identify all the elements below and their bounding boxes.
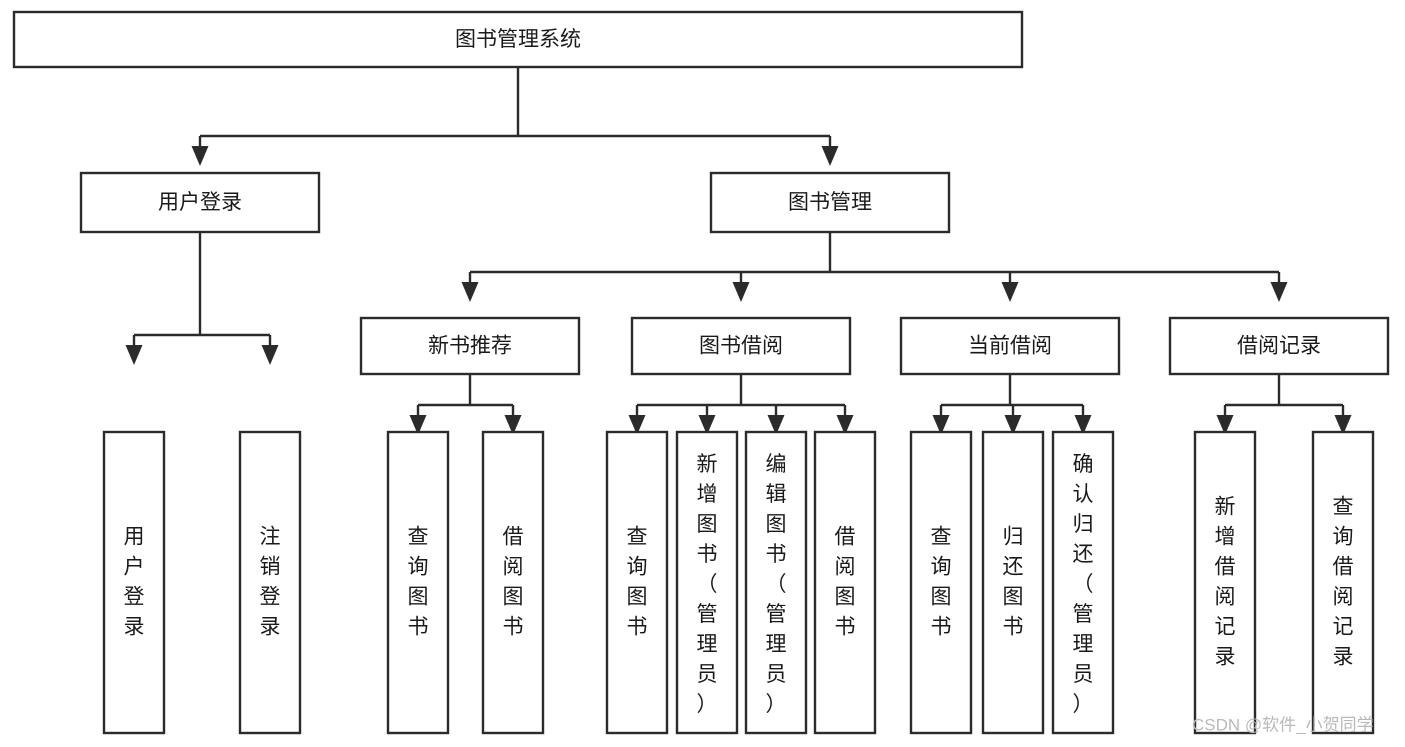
leaf-node-9-box[interactable] <box>981 430 1045 735</box>
leaf-node-10[interactable]: 确认归还（管理员） <box>1051 430 1115 735</box>
leaf-node-2[interactable]: 查询图书 <box>386 430 450 735</box>
arrow-head-icon <box>1270 282 1288 302</box>
level3-node-3-label: 借阅记录 <box>1237 335 1321 358</box>
arrow-head-icon <box>409 415 427 435</box>
level2-node-0[interactable]: 用户登录 <box>79 171 321 234</box>
node-layer: 图书管理系统用户登录图书管理新书推荐图书借阅当前借阅借阅记录用户登录注销登录查询… <box>12 10 1390 735</box>
arrow-head-icon <box>261 345 279 365</box>
arrow-head-icon <box>191 146 209 166</box>
level3-node-2-box[interactable] <box>899 316 1121 376</box>
leaf-node-0[interactable]: 用户登录 <box>102 430 166 735</box>
level3-node-3[interactable]: 借阅记录 <box>1168 316 1390 376</box>
root-node-book-management-system-box[interactable] <box>12 10 1024 69</box>
level2-node-0-label: 用户登录 <box>158 191 242 214</box>
level3-node-1-box[interactable] <box>630 316 852 376</box>
connector-layer <box>125 67 1352 435</box>
leaf-node-0-label: 用户登录 <box>124 525 145 638</box>
leaf-node-4[interactable]: 查询图书 <box>605 430 669 735</box>
arrow-head-icon <box>1004 415 1022 435</box>
leaf-node-2-box[interactable] <box>386 430 450 735</box>
level3-node-1[interactable]: 图书借阅 <box>630 316 852 376</box>
arrow-head-icon <box>1001 282 1019 302</box>
leaf-node-12-box[interactable] <box>1311 430 1375 735</box>
arrow-head-icon <box>628 415 646 435</box>
leaf-node-1[interactable]: 注销登录 <box>238 430 302 735</box>
leaf-node-7-label: 借阅图书 <box>835 525 856 638</box>
leaf-node-1-label: 注销登录 <box>260 525 281 638</box>
leaf-node-5[interactable]: 新增图书（管理员） <box>675 430 739 735</box>
leaf-node-11[interactable]: 新增借阅记录 <box>1193 430 1257 735</box>
arrow-head-icon <box>1074 415 1092 435</box>
root-node-book-management-system[interactable]: 图书管理系统 <box>12 10 1024 69</box>
leaf-node-8[interactable]: 查询图书 <box>909 430 973 735</box>
leaf-node-9-label: 归还图书 <box>1003 525 1024 638</box>
leaf-node-3[interactable]: 借阅图书 <box>481 430 545 735</box>
level3-node-0-box[interactable] <box>359 316 581 376</box>
level2-node-1-label: 图书管理 <box>788 191 872 214</box>
leaf-node-7[interactable]: 借阅图书 <box>813 430 877 735</box>
arrow-head-icon <box>504 415 522 435</box>
leaf-node-6-box[interactable] <box>744 430 808 735</box>
leaf-node-10-box[interactable] <box>1051 430 1115 735</box>
arrow-head-icon <box>698 415 716 435</box>
level3-node-0[interactable]: 新书推荐 <box>359 316 581 376</box>
leaf-node-12[interactable]: 查询借阅记录 <box>1311 430 1375 735</box>
leaf-node-12-label: 查询借阅记录 <box>1333 495 1354 668</box>
leaf-node-8-label: 查询图书 <box>931 525 952 638</box>
leaf-node-11-box[interactable] <box>1193 430 1257 735</box>
leaf-node-7-box[interactable] <box>813 430 877 735</box>
arrow-head-icon <box>1334 415 1352 435</box>
level3-node-0-label: 新书推荐 <box>428 335 512 358</box>
leaf-node-0-box[interactable] <box>102 430 166 735</box>
leaf-node-10-label: 确认归还（管理员） <box>1073 453 1094 716</box>
leaf-node-5-label: 新增图书（管理员） <box>697 453 718 716</box>
arrow-head-icon <box>932 415 950 435</box>
csdn-watermark: CSDN @软件_小贺同学 <box>1192 715 1374 734</box>
leaf-node-3-box[interactable] <box>481 430 545 735</box>
arrow-head-icon <box>732 282 750 302</box>
level2-node-1[interactable]: 图书管理 <box>709 171 951 234</box>
level3-node-2-label: 当前借阅 <box>968 335 1052 358</box>
arrow-head-icon <box>767 415 785 435</box>
arrow-head-icon <box>1216 415 1234 435</box>
leaf-node-9[interactable]: 归还图书 <box>981 430 1045 735</box>
leaf-node-6[interactable]: 编辑图书（管理员） <box>744 430 808 735</box>
leaf-node-8-box[interactable] <box>909 430 973 735</box>
leaf-node-11-label: 新增借阅记录 <box>1215 495 1236 668</box>
arrow-head-icon <box>461 282 479 302</box>
leaf-node-4-label: 查询图书 <box>627 525 648 638</box>
root-node-book-management-system-label: 图书管理系统 <box>455 28 581 51</box>
level3-node-3-box[interactable] <box>1168 316 1390 376</box>
leaf-node-6-label: 编辑图书（管理员） <box>766 453 787 716</box>
arrow-head-icon <box>125 345 143 365</box>
level2-node-1-box[interactable] <box>709 171 951 234</box>
leaf-node-3-label: 借阅图书 <box>503 525 524 638</box>
arrow-head-icon <box>821 146 839 166</box>
leaf-node-5-box[interactable] <box>675 430 739 735</box>
arrow-head-icon <box>836 415 854 435</box>
level3-node-1-label: 图书借阅 <box>699 335 783 358</box>
leaf-node-2-label: 查询图书 <box>408 525 429 638</box>
level2-node-0-box[interactable] <box>79 171 321 234</box>
leaf-node-1-box[interactable] <box>238 430 302 735</box>
leaf-node-4-box[interactable] <box>605 430 669 735</box>
level3-node-2[interactable]: 当前借阅 <box>899 316 1121 376</box>
